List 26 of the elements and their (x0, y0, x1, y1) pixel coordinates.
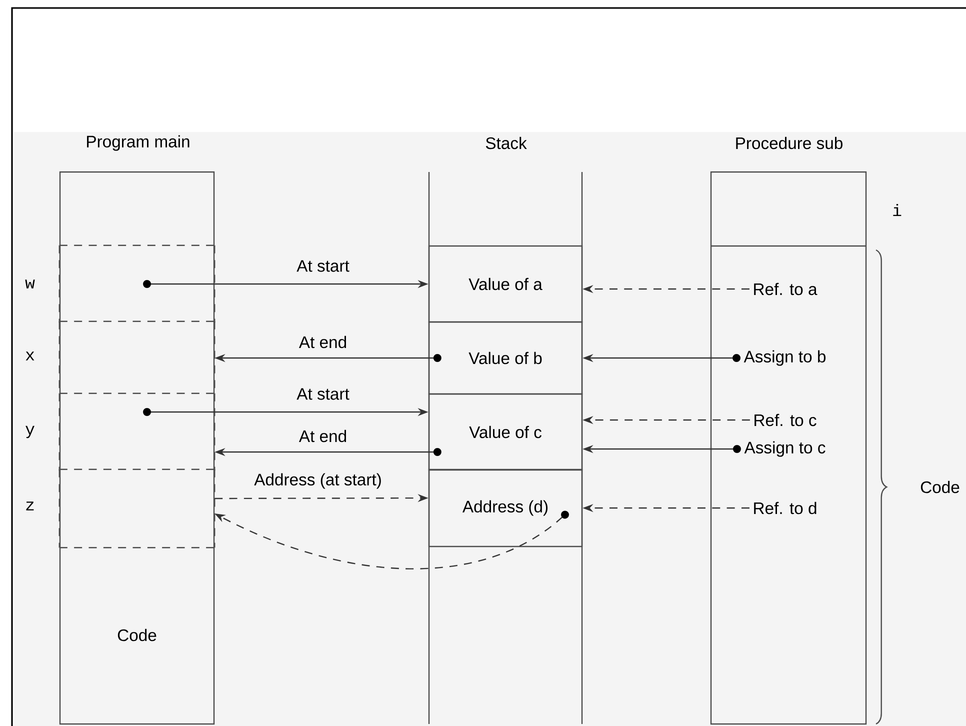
slot-letter: w (25, 280, 35, 288)
slot-letter: z (26, 502, 34, 510)
procedure-step: Assign to b (744, 350, 826, 366)
memory-slot (58, 244, 216, 324)
procedure-step: Ref. to a (754, 282, 818, 296)
memory-slot (58, 468, 216, 548)
node-label: Procedure sub (736, 136, 842, 150)
stack-cell: Value of b (428, 321, 583, 395)
procedure-step: Ref. to c (754, 414, 816, 426)
memory-slot (58, 392, 216, 472)
procedure-step: Ref. to d (754, 502, 816, 514)
edge-label: At end (298, 428, 348, 444)
stack-cell: Value of c (428, 393, 583, 471)
node-label: Program main (87, 135, 190, 151)
slot-letter: i (893, 204, 902, 216)
slot-letter: x (26, 352, 34, 360)
procedure-step: Assign to c (744, 441, 826, 457)
edge-label: Address (at start) (252, 472, 384, 490)
brace-label: Code (920, 480, 960, 494)
slot-letter: y (26, 426, 34, 438)
edge-label: At end (298, 334, 348, 350)
edge-label: At start (295, 258, 351, 274)
code-area: Code (118, 628, 156, 642)
stack-cell: Address (d) (428, 468, 583, 548)
stack-cell: Value of a (428, 245, 583, 323)
edge-label: At start (295, 386, 351, 402)
